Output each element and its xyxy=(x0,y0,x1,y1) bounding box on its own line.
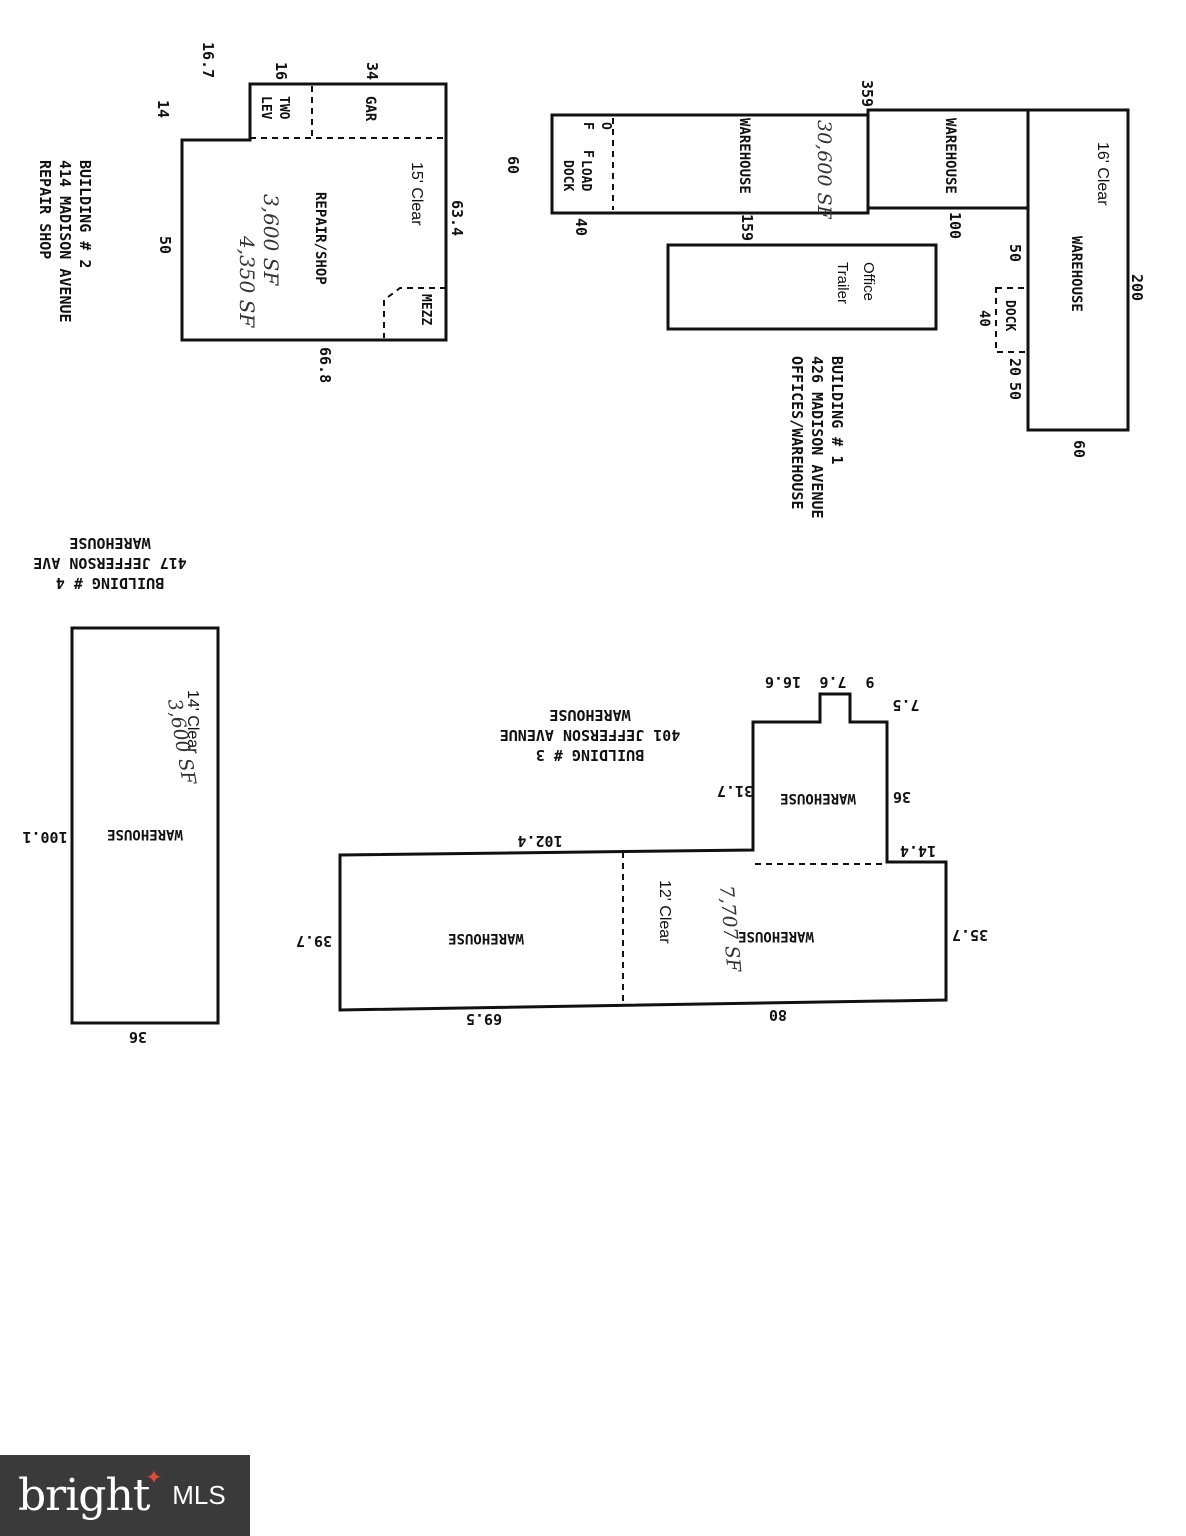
building-1-label-dock-word: DOCK xyxy=(560,160,575,191)
building-4-label-warehouse: WAREHOUSE xyxy=(107,826,183,842)
building-3-dim-80: 80 xyxy=(769,1006,787,1024)
building-3-label-warehouse-left: WAREHOUSE xyxy=(448,930,524,946)
building-3-caption-line-1: BUILDING # 3 xyxy=(536,746,644,764)
building-1-dim-359: 359 xyxy=(858,80,876,107)
building-2-dim-50: 50 xyxy=(156,236,174,254)
building-2-label-mezz: MEZZ xyxy=(418,294,433,325)
building-2-handwritten-sf-2: 4,350 SF xyxy=(235,235,259,328)
building-3-label-clear: 12' Clear xyxy=(656,880,673,944)
building-2-label-two: TWO xyxy=(276,96,291,120)
building-1-caption-line-1: BUILDING # 1 xyxy=(828,356,846,464)
building-3-dim-36: 36 xyxy=(893,788,911,806)
building-2-caption-line-2: 414 MADISON AVENUE xyxy=(56,160,74,323)
building-4-plan: BUILDING # 4 417 JEFFERSON AVE WAREHOUSE… xyxy=(22,534,220,1046)
building-2-outline xyxy=(180,82,448,342)
building-1-dim-60-bottom: 60 xyxy=(1070,440,1088,458)
building-4-outline xyxy=(70,626,220,1025)
building-4-caption-line-1: BUILDING # 4 xyxy=(56,574,164,592)
building-3-dim-39-7: 39.7 xyxy=(296,932,332,950)
building-4-caption-line-3: WAREHOUSE xyxy=(69,534,150,552)
building-3-label-warehouse-right: WAREHOUSE xyxy=(738,928,814,944)
building-3-caption-line-3: WAREHOUSE xyxy=(549,706,630,724)
building-1-dim-60-left: 60 xyxy=(504,156,522,174)
building-3-dim-35-7: 35.7 xyxy=(952,926,988,944)
building-3-dim-7-5: 7.5 xyxy=(892,696,919,714)
building-1-label-load: LOAD xyxy=(578,160,593,191)
building-4-label-clear: 14' Clear xyxy=(184,690,201,754)
building-2-dim-16-7: 16.7 xyxy=(199,42,217,78)
building-1-label-clear: 16' Clear xyxy=(1094,142,1111,206)
building-4-caption-line-2: 417 JEFFERSON AVE xyxy=(33,554,187,572)
building-3-dim-69-5: 69.5 xyxy=(466,1010,502,1028)
building-2-dim-34: 34 xyxy=(363,62,381,80)
building-2-label-gar: GAR xyxy=(362,96,378,122)
building-4-dim-36: 36 xyxy=(129,1028,147,1046)
building-1-label-office: Office xyxy=(860,262,877,301)
building-2-dim-14: 14 xyxy=(154,100,172,118)
building-2-mezz-outline xyxy=(383,287,446,338)
building-3-caption-line-2: 401 JEFFERSON AVENUE xyxy=(500,726,681,744)
building-1-dim-20: 20 xyxy=(1006,358,1024,376)
building-1-label-trailer: Trailer xyxy=(834,262,851,304)
building-1-dim-50: 50 xyxy=(1006,244,1024,262)
building-2-dim-63-4: 63.4 xyxy=(448,200,466,236)
building-1-dock-outline xyxy=(995,287,1029,353)
building-1-dim-159: 159 xyxy=(738,214,756,241)
building-1-caption-line-3: OFFICES/WAREHOUSE xyxy=(788,356,806,510)
building-2-dim-66-8: 66.8 xyxy=(316,347,334,383)
building-3-dim-7-6: 7.6 xyxy=(819,673,846,691)
building-3-outline xyxy=(338,692,948,1012)
building-1-dim-40-dock: 40 xyxy=(976,310,992,327)
building-3-handwritten-sf: 7,707 SF xyxy=(715,885,745,974)
bright-mls-logo: bright ✦ MLS xyxy=(0,1455,250,1536)
building-1-wing-block xyxy=(1026,108,1130,432)
building-1-office-trailer xyxy=(666,243,938,331)
building-3-dim-14-4: 14.4 xyxy=(900,842,936,860)
building-1-dim-40: 40 xyxy=(572,218,590,236)
building-3-plan: BUILDING # 3 401 JEFFERSON AVENUE WAREHO… xyxy=(296,673,988,1028)
building-3-dim-9: 9 xyxy=(865,673,874,691)
building-1-dim-200: 200 xyxy=(1128,274,1146,301)
building-3-dim-16-6: 16.6 xyxy=(765,673,801,691)
building-1-label-off-f1: F xyxy=(580,122,595,130)
logo-brand-text: bright xyxy=(18,1470,150,1521)
building-1-handwritten-sf: 30,600 SF xyxy=(813,120,835,220)
building-2-label-lev: LEV xyxy=(258,96,273,120)
building-2-caption-line-1: BUILDING # 2 xyxy=(76,160,94,268)
building-1-label-warehouse-c: WAREHOUSE xyxy=(1068,236,1084,312)
building-1-label-dock: DOCK xyxy=(1002,300,1017,331)
building-2-plan: 16.7 16 34 14 50 63.4 66.8 GAR TWO LEV R… xyxy=(36,42,466,383)
building-2-dim-16: 16 xyxy=(272,62,290,80)
building-4-dim-100-1: 100.1 xyxy=(22,828,67,846)
building-1-caption-line-2: 426 MADISON AVENUE xyxy=(808,356,826,519)
logo-mls-text: MLS xyxy=(172,1480,226,1510)
logo-star-icon: ✦ xyxy=(145,1467,163,1489)
building-1-dim-50-b: 50 xyxy=(1006,382,1024,400)
building-2-label-shop: REPAIR/SHOP xyxy=(312,192,328,285)
building-1-label-warehouse-a: WAREHOUSE xyxy=(736,118,752,194)
building-3-dim-102-4: 102.4 xyxy=(517,832,562,850)
building-1-dim-100: 100 xyxy=(946,212,964,239)
building-1-label-off-f2: F xyxy=(580,150,595,158)
building-2-caption-line-3: REPAIR SHOP xyxy=(36,160,54,259)
building-2-handwritten-sf-1: 3,600 SF xyxy=(259,194,283,286)
building-3-label-warehouse-top: WAREHOUSE xyxy=(780,790,856,806)
building-1-plan: 359 60 40 159 100 200 50 40 20 50 60 O F… xyxy=(504,80,1146,519)
building-2-label-clear: 15' Clear xyxy=(408,162,425,226)
building-3-dim-31-7: 31.7 xyxy=(717,782,753,800)
building-1-label-warehouse-b: WAREHOUSE xyxy=(942,118,958,194)
building-1-label-off-o: O xyxy=(598,122,613,130)
